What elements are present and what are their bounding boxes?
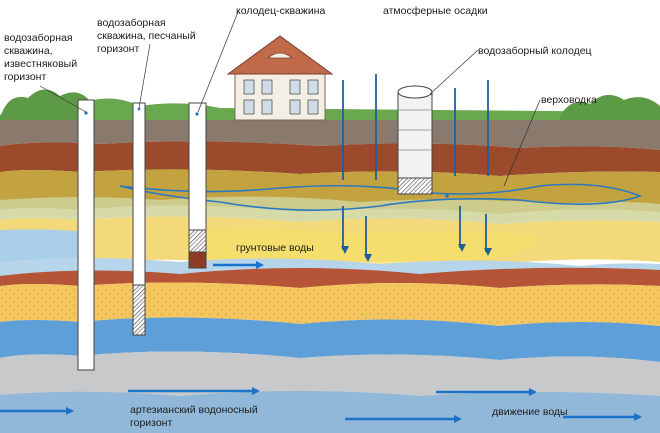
tree-cluster-left — [0, 89, 92, 120]
water-flow-label: движение воды — [492, 406, 568, 418]
tree-cluster-right — [560, 94, 660, 120]
topsoil-layer — [0, 120, 660, 150]
intake-well-label: водозаборный колодец — [478, 45, 592, 57]
sand-well — [132, 102, 146, 336]
leader-lines — [39, 11, 541, 187]
sand-well-label: водозаборная скважина, песчаный горизонт — [97, 17, 196, 55]
precipitation-arrows — [341, 74, 492, 262]
limestone-well — [77, 99, 95, 371]
lower-clay-layer — [0, 267, 660, 288]
flow-arrows — [0, 261, 642, 423]
clay-layer — [0, 141, 660, 176]
perched-water-label: верховодка — [541, 94, 597, 106]
groundwater-lens — [185, 229, 540, 268]
perched-water-line — [119, 183, 643, 211]
precipitation-label: атмосферные осадки — [383, 5, 488, 17]
grass — [0, 98, 660, 125]
upper-water-band — [0, 229, 90, 262]
limestone-well-label: водозаборная скважина, известняковый гор… — [4, 32, 78, 83]
artesian-label: артезианский водоносный горизонт — [130, 404, 258, 429]
artesian-water-layer — [0, 317, 660, 362]
limestone-water-band — [0, 391, 660, 433]
intake-well — [397, 85, 449, 198]
shaft-well-label: колодец-скважина — [236, 5, 326, 17]
sand-aquifer-layer — [0, 282, 660, 326]
house — [226, 35, 334, 121]
groundwater-label: грунтовые воды — [236, 242, 314, 254]
shaft-well — [188, 102, 207, 269]
